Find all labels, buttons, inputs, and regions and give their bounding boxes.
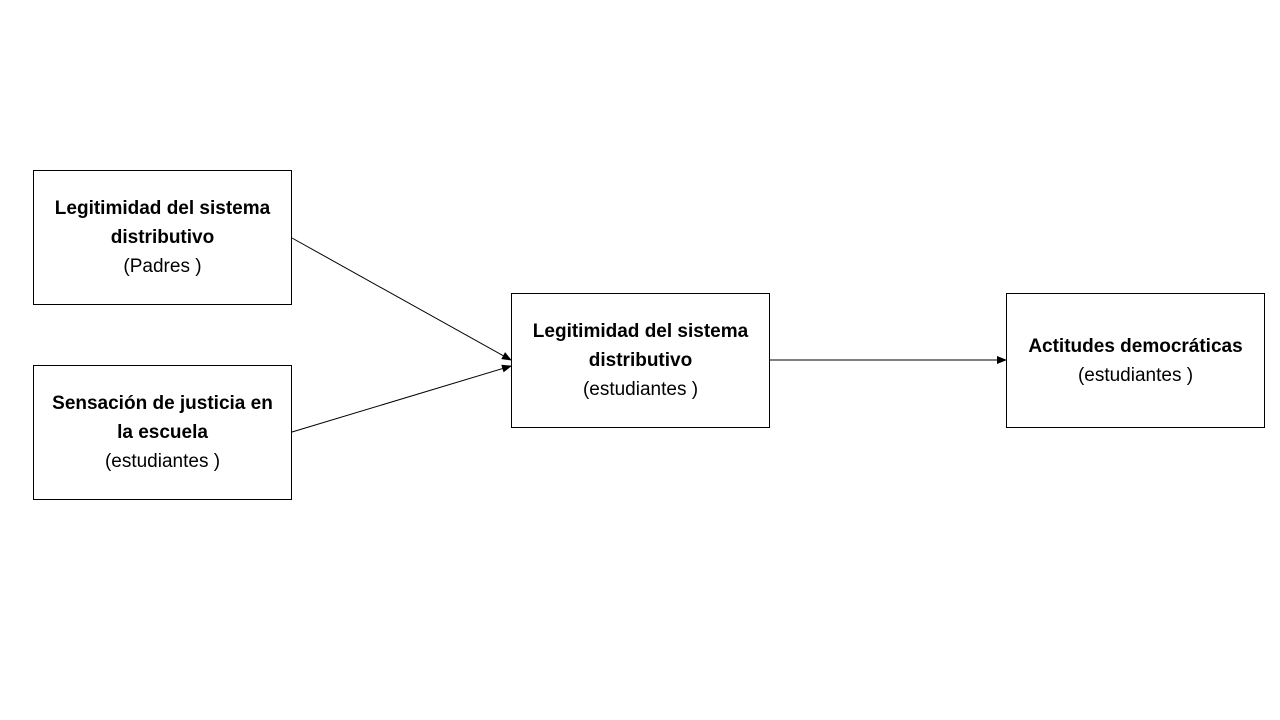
node-title: Legitimidad del sistema distributivo xyxy=(532,321,749,371)
arrow-justicia-to-estudiantes xyxy=(291,364,512,433)
node-subtitle: (estudiantes ) xyxy=(1077,364,1194,386)
node-title: Legitimidad del sistema distributivo xyxy=(54,198,271,248)
node-legitimidad-estudiantes: Legitimidad del sistema distributivo (es… xyxy=(511,293,770,428)
node-actitudes-democraticas: Actitudes democráticas (estudiantes ) xyxy=(1006,293,1265,428)
node-subtitle: (estudiantes ) xyxy=(104,451,221,472)
node-title: Actitudes democráticas xyxy=(1028,335,1243,357)
node-subtitle: (estudiantes ) xyxy=(582,379,699,400)
node-subtitle: (Padres ) xyxy=(123,256,202,277)
node-legitimidad-padres: Legitimidad del sistema distributivo (Pa… xyxy=(33,170,292,305)
node-sensacion-justicia: Sensación de justicia en la escuela (est… xyxy=(33,365,292,500)
node-title: Sensación de justicia en la escuela xyxy=(52,393,273,443)
arrow-padres-to-estudiantes xyxy=(291,237,512,361)
